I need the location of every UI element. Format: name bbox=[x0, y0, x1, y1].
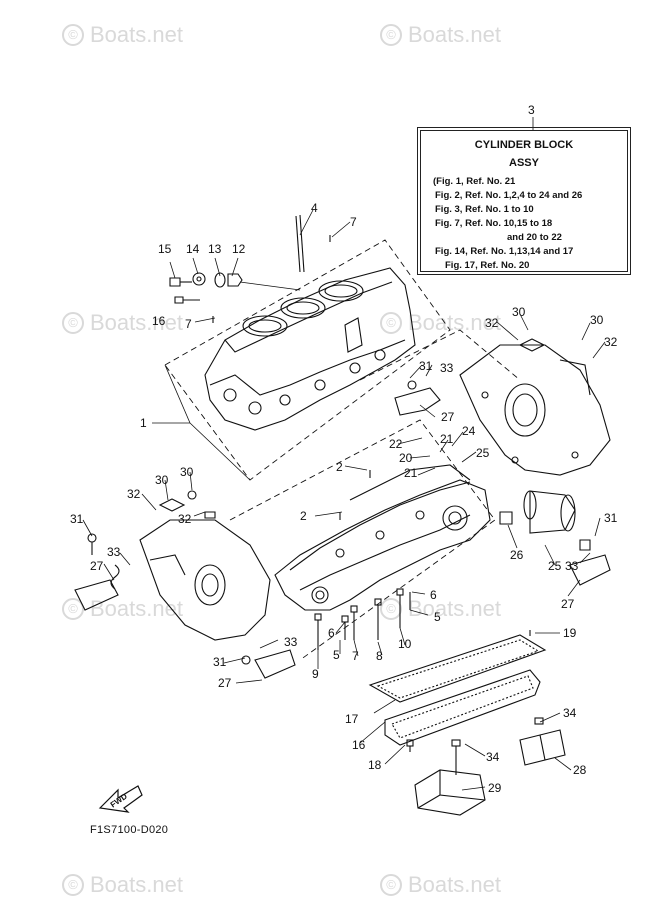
copyright-icon: © bbox=[62, 312, 84, 334]
callout-31: 31 bbox=[213, 655, 227, 669]
callout-34: 34 bbox=[486, 750, 500, 764]
watermark: ©Boats.net bbox=[62, 310, 183, 336]
callout-31: 31 bbox=[70, 512, 84, 526]
watermark: ©Boats.net bbox=[380, 872, 501, 898]
info-box-line: and 20 to 22 bbox=[507, 232, 562, 243]
callout-32: 32 bbox=[178, 512, 192, 526]
callout-30: 30 bbox=[590, 313, 604, 327]
callout-6: 6 bbox=[430, 588, 437, 602]
callout-27: 27 bbox=[218, 676, 232, 690]
callout-17: 17 bbox=[345, 712, 359, 726]
callout-2: 2 bbox=[336, 460, 343, 474]
callout-2: 2 bbox=[300, 509, 307, 523]
callout-12: 13 bbox=[208, 242, 222, 256]
watermark: ©Boats.net bbox=[62, 872, 183, 898]
callout-25: 25 bbox=[548, 559, 562, 573]
watermark: ©Boats.net bbox=[380, 22, 501, 48]
cylinder-block-drawing bbox=[204, 214, 416, 431]
callout-33: 33 bbox=[107, 545, 121, 559]
callout-14: 15 bbox=[158, 242, 172, 256]
callout-31: 31 bbox=[419, 359, 433, 373]
copyright-icon: © bbox=[62, 598, 84, 620]
cover-group-outline bbox=[359, 329, 521, 381]
callout-9: 9 bbox=[312, 667, 319, 681]
copyright-icon: © bbox=[380, 598, 402, 620]
callout-27: 27 bbox=[561, 597, 575, 611]
callout-7-lower: 7 bbox=[352, 649, 359, 663]
callout-1: 1 bbox=[140, 416, 147, 430]
left-cover-drawing bbox=[74, 490, 296, 679]
callout-31: 31 bbox=[604, 511, 618, 525]
callout-7: 7 bbox=[185, 317, 192, 331]
callout-32: 32 bbox=[604, 335, 618, 349]
callout-6: 6 bbox=[328, 626, 335, 640]
callout-5: 5 bbox=[333, 648, 340, 662]
right-cover-drawing bbox=[394, 338, 611, 586]
info-box-line: Fig. 2, Ref. No. 1,2,4 to 24 and 26 bbox=[435, 190, 583, 201]
bolts-drawing bbox=[314, 588, 411, 650]
callout-22: 22 bbox=[389, 437, 403, 451]
callout-11: 12 bbox=[232, 242, 246, 256]
callout-18: 18 bbox=[368, 758, 382, 772]
crankcase-drawing bbox=[274, 464, 491, 611]
copyright-icon: © bbox=[62, 24, 84, 46]
callout-28: 28 bbox=[573, 763, 587, 777]
info-box-line: Fig. 17, Ref. No. 20 bbox=[445, 260, 530, 271]
oil-pan-drawing bbox=[368, 630, 547, 752]
callout-30: 30 bbox=[512, 305, 526, 319]
callout-27: 27 bbox=[441, 410, 455, 424]
callout-33: 33 bbox=[440, 361, 454, 375]
fwd-arrow-icon bbox=[98, 785, 143, 813]
callout-16: 16 bbox=[352, 738, 366, 752]
callout-24: 25 bbox=[476, 446, 490, 460]
callout-3: 3 bbox=[528, 103, 535, 117]
callout-26: 26 bbox=[510, 548, 524, 562]
assembly-info-box: CYLINDER BLOCK ASSY (Fig. 1, Ref. No. 21… bbox=[417, 127, 631, 275]
watermark: ©Boats.net bbox=[62, 22, 183, 48]
callout-10: 10 bbox=[398, 637, 412, 651]
callout-15: 16 bbox=[152, 314, 166, 328]
callout-21: 21 bbox=[404, 466, 418, 480]
diagram-code: F1S7100-D020 bbox=[90, 824, 169, 836]
callout-27: 27 bbox=[90, 559, 104, 573]
info-box-line: Fig. 14, Ref. No. 1,13,14 and 17 bbox=[435, 246, 574, 257]
info-box-line: Fig. 3, Ref. No. 1 to 10 bbox=[435, 204, 534, 215]
callout-19: 19 bbox=[563, 626, 577, 640]
watermark: ©Boats.net bbox=[380, 310, 501, 336]
callout-34: 34 bbox=[563, 706, 577, 720]
callout-32: 32 bbox=[127, 487, 141, 501]
callout-33: 33 bbox=[284, 635, 298, 649]
callout-32: 32 bbox=[485, 316, 499, 330]
callout-4: 4 bbox=[311, 201, 318, 215]
hardware-row-drawing bbox=[169, 235, 331, 323]
info-box-line: Fig. 7, Ref. No. 10,15 to 18 bbox=[435, 218, 553, 229]
info-box-subtitle: ASSY bbox=[509, 157, 539, 169]
watermark: ©Boats.net bbox=[380, 596, 501, 622]
callout-8: 8 bbox=[376, 649, 383, 663]
callout-33: 33 bbox=[565, 559, 579, 573]
callout-29: 29 bbox=[488, 781, 502, 795]
callout-5: 5 bbox=[434, 610, 441, 624]
callout-30: 30 bbox=[180, 465, 194, 479]
oil-filter-drawing bbox=[499, 490, 576, 534]
copyright-icon: © bbox=[380, 24, 402, 46]
callout-23: 24 bbox=[462, 424, 476, 438]
lower-parts-drawing bbox=[414, 717, 566, 816]
copyright-icon: © bbox=[380, 874, 402, 896]
callout-7: 7 bbox=[350, 215, 357, 229]
crankcase-group-outline bbox=[229, 419, 496, 661]
callout-20: 20 bbox=[399, 451, 413, 465]
callout-13: 14 bbox=[186, 242, 200, 256]
info-box-line: (Fig. 1, Ref. No. 21 bbox=[433, 176, 516, 187]
info-box-title: CYLINDER BLOCK bbox=[474, 139, 574, 151]
copyright-icon: © bbox=[380, 312, 402, 334]
callout-21: 21 bbox=[440, 432, 454, 446]
callout-30: 30 bbox=[155, 473, 169, 487]
copyright-icon: © bbox=[62, 874, 84, 896]
block-group-outline bbox=[164, 239, 451, 481]
